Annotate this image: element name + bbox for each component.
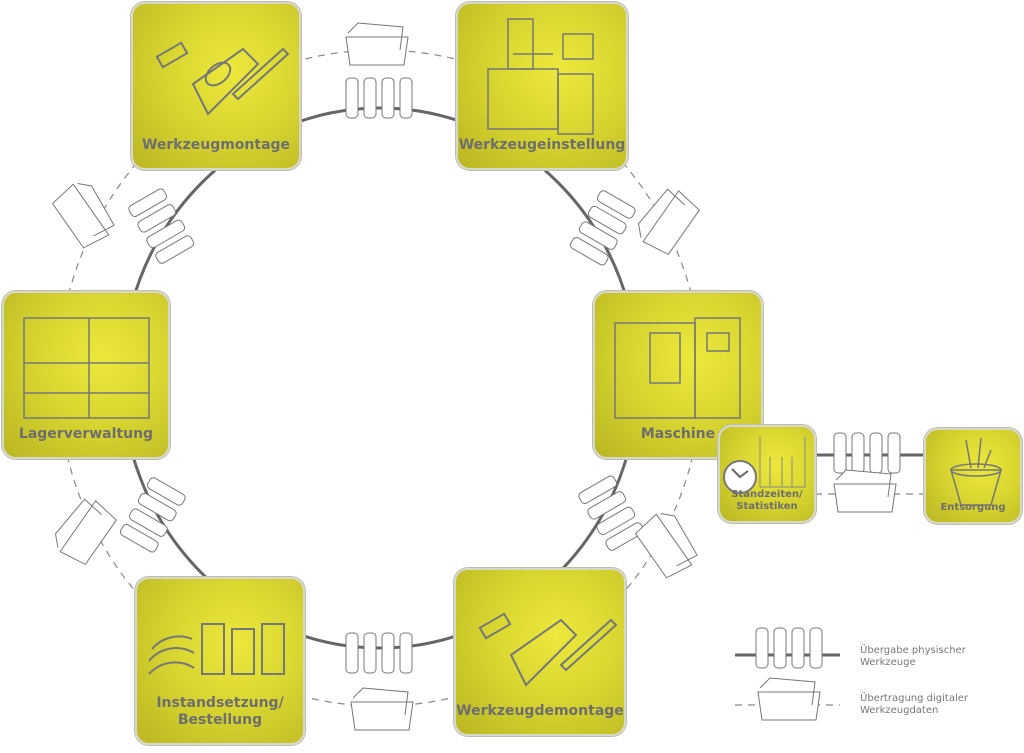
regrinding-tools-icon [148, 623, 285, 675]
digital-data-folder-icon [51, 183, 115, 249]
physical-tools-icon [345, 632, 413, 674]
node-werkzeugeinstellung[interactable]: Werkzeugeinstellung [456, 2, 628, 170]
node-instandsetzung[interactable]: Instandsetzung/ Bestellung [135, 577, 305, 745]
machine-tool-icon [614, 317, 741, 419]
waste-bin-icon [950, 437, 1002, 506]
digital-data-folder-icon [637, 188, 700, 256]
physical-tools-icon [119, 477, 186, 553]
storage-cabinet-icon [23, 317, 150, 419]
digital-data-folder-icon [350, 687, 414, 731]
node-label: Werkzeugdemontage [456, 703, 624, 719]
node-label: Standzeiten/ Statistiken [731, 489, 803, 512]
tool-holder-icon [478, 612, 618, 687]
node-lagerverwaltung[interactable]: Lagerverwaltung [2, 291, 170, 459]
node-label: Entsorgung [940, 502, 1006, 513]
clock-statistics-icon [723, 437, 806, 494]
node-label: Werkzeugeinstellung [458, 137, 626, 153]
physical-tools-icon [345, 77, 413, 119]
physical-tools-icon [578, 475, 645, 551]
legend-digital-label: Übertragung digitaler Werkzeugdaten [860, 693, 968, 716]
node-label: Instandsetzung/ Bestellung [156, 695, 284, 728]
physical-tools-icon [128, 188, 195, 264]
node-werkzeugmontage[interactable]: Werkzeugmontage [131, 2, 301, 170]
node-label: Werkzeugmontage [141, 137, 291, 153]
digital-data-folder-icon [757, 677, 821, 721]
legend-physical-label: Übergabe physischer Werkzeuge [860, 645, 966, 668]
node-entsorgung[interactable]: Entsorgung [924, 428, 1022, 524]
physical-tools-icon [833, 432, 901, 474]
digital-data-folder-icon [634, 513, 698, 579]
digital-data-folder-icon [833, 469, 897, 513]
digital-data-folder-icon [345, 22, 409, 66]
tool-holder-icon [155, 41, 290, 116]
node-label: Lagerverwaltung [18, 426, 154, 442]
physical-tools-ring [120, 106, 640, 650]
presetting-machine-icon [487, 18, 594, 135]
node-label: Maschine [640, 426, 716, 442]
physical-tools-icon [755, 627, 823, 669]
node-standzeiten[interactable]: Standzeiten/ Statistiken [718, 425, 816, 523]
digital-data-folder-icon [54, 498, 117, 566]
node-werkzeugdemontage[interactable]: Werkzeugdemontage [454, 568, 626, 736]
physical-tools-icon [569, 190, 636, 266]
